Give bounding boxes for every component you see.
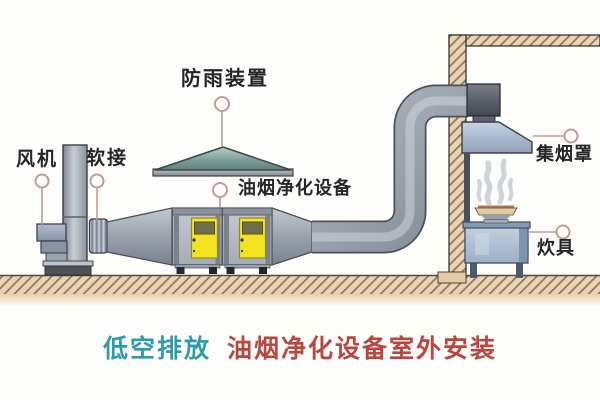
leader-circle-soft — [89, 173, 105, 189]
door-screw-icon — [240, 249, 244, 253]
purifier-unit-1 — [171, 207, 223, 274]
label-purifier: 油烟净化设备 — [238, 178, 352, 199]
caption-main: 油烟净化设备室外安装 — [227, 334, 498, 363]
cabinet-rail — [174, 264, 221, 269]
ground-hatch — [0, 275, 600, 295]
inlet-cone — [106, 207, 173, 266]
fan-base-top — [42, 260, 94, 267]
leader-circle-cooker — [555, 224, 571, 240]
leader-circle-fan — [34, 173, 50, 189]
ground — [0, 274, 600, 307]
fan-housing-lower — [40, 240, 68, 254]
leaders — [34, 96, 579, 240]
cabinet-rail — [224, 264, 271, 269]
leader-circle-purifier — [212, 182, 228, 198]
rain-cover-roof — [154, 146, 292, 171]
fan-assembly — [36, 144, 94, 276]
smoke-wisp — [483, 160, 493, 206]
exhaust-duct-highlight — [312, 96, 468, 242]
smoke-wisp — [476, 179, 482, 202]
cabinet-top — [222, 207, 273, 216]
hood-assembly — [461, 83, 533, 223]
cabinet-top — [172, 207, 223, 216]
leader-circle-hood — [563, 128, 579, 144]
ceiling — [448, 34, 600, 47]
wall-footing — [437, 271, 467, 284]
door-screw-icon — [192, 249, 196, 253]
cooker-leg — [470, 263, 477, 278]
label-soft-connector: 软接 — [86, 147, 129, 169]
rain-cover — [152, 146, 294, 177]
cabinet-post-left — [224, 215, 229, 264]
soft-connector-bellows — [88, 218, 109, 254]
exhaust-duct — [312, 84, 468, 254]
pot-rim — [474, 207, 518, 216]
caption: 低空排放油烟净化设备室外安装 — [0, 329, 600, 365]
duct-terminal-box — [466, 83, 501, 117]
door-handle-icon — [240, 238, 244, 242]
hood-neck — [472, 115, 496, 123]
cooker-sheen — [475, 233, 489, 255]
cooker — [462, 221, 531, 278]
label-fan: 风机 — [16, 148, 59, 170]
purifier-units — [171, 207, 273, 274]
label-smoke-hood: 集烟罩 — [536, 144, 593, 165]
cooker-side-panel — [519, 228, 527, 262]
cabinet-foot — [259, 267, 267, 274]
cooking-pot — [474, 205, 518, 224]
cabinet-post-right — [265, 215, 271, 264]
wall — [448, 34, 467, 276]
door-handle-icon — [192, 238, 196, 242]
cooker-body — [464, 226, 529, 264]
smoke-wisp — [497, 158, 507, 205]
cabinet-door-window — [194, 221, 215, 235]
ground-fade — [0, 294, 600, 307]
fan-base — [44, 265, 92, 276]
cabinet-door-window — [242, 221, 263, 235]
hood-back-strip — [464, 153, 470, 223]
caption-highlight: 低空排放 — [102, 334, 211, 363]
cabinet-foot — [176, 267, 185, 274]
cabinet-post-left — [174, 215, 179, 264]
cooker-leg — [516, 263, 523, 278]
leader-circle-rain — [214, 96, 230, 112]
label-cooker: 炊具 — [537, 238, 575, 259]
cabinet-foot — [226, 267, 235, 274]
cabinet-foot — [209, 267, 217, 274]
smoke-wisps — [476, 158, 514, 206]
pot-bowl — [480, 215, 512, 220]
exhaust-duct-body — [312, 86, 468, 252]
exhaust-duct-outline — [312, 84, 468, 254]
outlet-cone — [271, 207, 313, 266]
smoke-hood-shape — [461, 121, 533, 154]
smoke-wisp — [508, 178, 514, 201]
purifier-unit-2 — [221, 207, 273, 274]
label-rain-cover: 防雨装置 — [181, 66, 269, 90]
pot-stand — [483, 219, 509, 224]
